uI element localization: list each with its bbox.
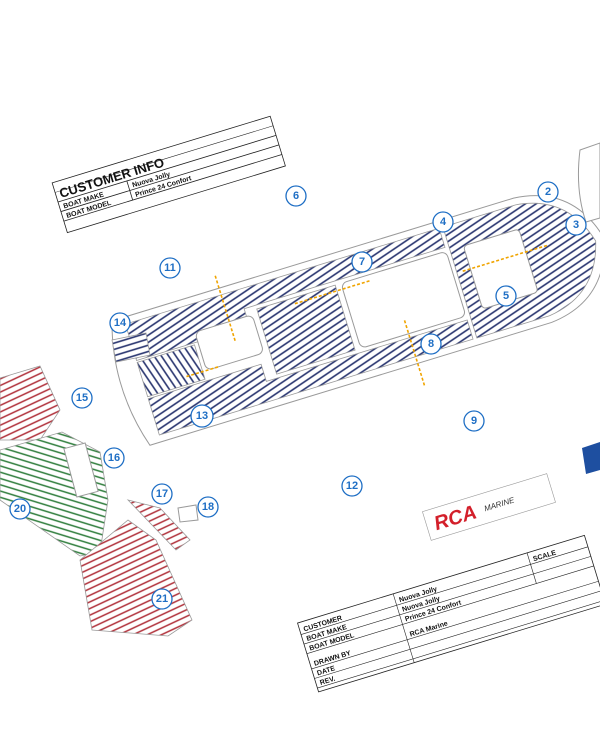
svg-text:21: 21 <box>156 593 168 605</box>
cockpit-opening <box>195 315 263 370</box>
callout-12: 12 <box>341 475 363 497</box>
svg-text:7: 7 <box>359 256 365 268</box>
panel-15-red <box>0 365 61 441</box>
callout-17: 17 <box>151 483 173 505</box>
panel-1-edge <box>577 142 600 223</box>
cut-line-a <box>214 275 236 342</box>
callout-9: 9 <box>463 410 485 432</box>
cut-line-c <box>403 320 426 386</box>
callout-20: 20 <box>9 498 31 520</box>
callout-14: 14 <box>109 312 131 334</box>
panel-7-8 <box>256 284 356 375</box>
partner-logo-partial <box>582 442 600 474</box>
callout-21: 21 <box>151 588 173 610</box>
panel-12-9 <box>147 319 474 436</box>
callout-15: 15 <box>71 387 93 409</box>
svg-text:18: 18 <box>202 501 214 513</box>
svg-text:5: 5 <box>503 290 509 302</box>
callout-11: 11 <box>159 257 181 279</box>
svg-text:11: 11 <box>164 262 176 274</box>
panel-4-5-area <box>341 252 466 348</box>
panel-17-red <box>126 499 191 551</box>
panel-13 <box>136 344 206 398</box>
svg-text:16: 16 <box>108 452 120 464</box>
svg-text:15: 15 <box>76 392 88 404</box>
svg-text:4: 4 <box>440 216 447 228</box>
svg-text:12: 12 <box>346 480 358 492</box>
part-callouts: 2 3 4 5 6 7 8 9 11 12 13 14 15 16 17 18 … <box>9 181 587 610</box>
svg-text:2: 2 <box>545 186 551 198</box>
callout-3: 3 <box>565 214 587 236</box>
svg-text:6: 6 <box>293 190 299 202</box>
callout-8: 8 <box>420 333 442 355</box>
callout-13: 13 <box>190 404 214 428</box>
tb-label-rev: REV. <box>319 676 336 687</box>
svg-text:17: 17 <box>156 488 168 500</box>
svg-text:3: 3 <box>573 219 579 231</box>
panel-14 <box>111 332 151 363</box>
svg-text:8: 8 <box>428 338 434 350</box>
callout-6: 6 <box>285 185 307 207</box>
main-deck-assembly <box>111 195 600 446</box>
cut-line-b <box>294 279 372 305</box>
panel-20-green <box>0 431 109 557</box>
callout-5: 5 <box>495 285 517 307</box>
brand-logo: RCA MARINE <box>422 473 556 541</box>
panel-16 <box>63 442 99 498</box>
svg-text:20: 20 <box>14 503 26 515</box>
customer-info-block: CUSTOMER INFO BOAT MAKE Nuova Jolly BOAT… <box>51 115 286 234</box>
callout-16: 16 <box>103 447 125 469</box>
svg-text:14: 14 <box>114 317 127 329</box>
title-block: RCA MARINE CUSTOMER Nuova Jolly BOAT MAK… <box>297 473 600 693</box>
panel-18 <box>177 504 199 523</box>
svg-text:13: 13 <box>196 410 208 422</box>
svg-text:9: 9 <box>471 415 477 427</box>
callout-18: 18 <box>197 496 219 518</box>
callout-4: 4 <box>432 211 454 233</box>
callout-7: 7 <box>351 251 373 273</box>
cut-line-e <box>186 365 221 378</box>
callout-2: 2 <box>537 181 559 203</box>
cut-line-d <box>462 244 550 272</box>
